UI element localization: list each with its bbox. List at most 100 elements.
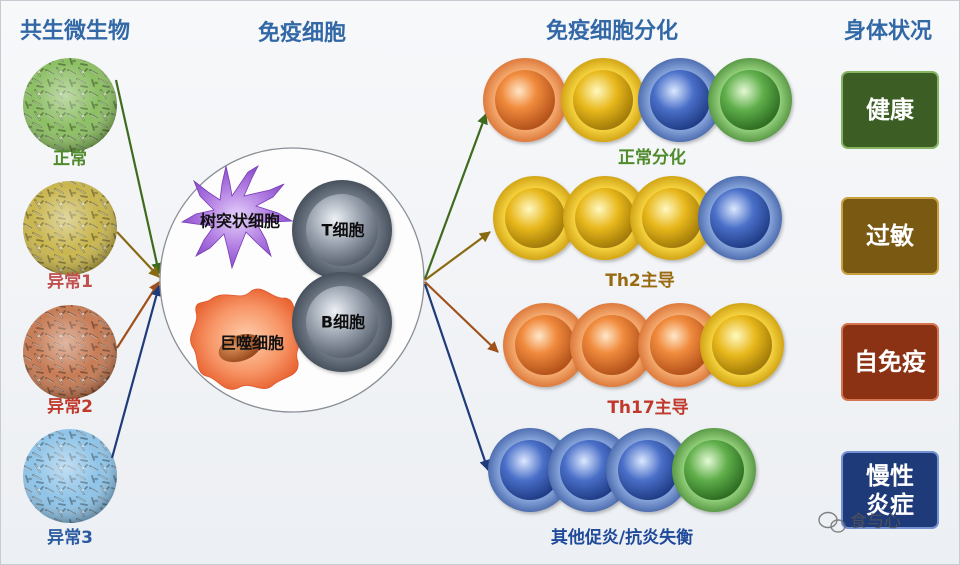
status-label: 健康 [866,96,915,124]
output-arrows [423,112,499,472]
cell-blue [488,428,572,512]
arrow-normal [114,79,163,275]
status-box-allergy: 过敏 [841,197,939,275]
cell-yellow [630,176,714,260]
differentiation-column: 正常分化 Th2主导 Th17主导 其他促炎/抗炎失衡 [483,58,792,548]
differentiation-row-normal: 正常分化 [483,58,792,168]
header-differentiation: 免疫细胞分化 [546,18,678,44]
watermark-text: 食与心 [850,512,901,532]
cell-yellow [561,58,645,142]
cell-nucleus [720,70,780,130]
cell-orange [638,303,722,387]
cell-nucleus [650,315,710,375]
b-cell-label: B细胞 [321,313,365,332]
cell-blue [548,428,632,512]
body-status-column: 健康 过敏 自免疫 慢性 炎症 [841,71,939,529]
status-box [841,71,939,149]
status-label-line-2: 炎症 [866,491,914,519]
row-label: Th17主导 [607,397,688,418]
row-label: 其他促炎/抗炎失衡 [551,527,693,548]
cell-yellow [700,303,784,387]
cell-nucleus [573,70,633,130]
t-cell: T细胞 [292,180,392,280]
differentiation-row-th17: Th17主导 [503,303,784,418]
status-box [841,323,939,401]
arrow-to-normal-differentiation [423,112,488,280]
cell-orange [503,303,587,387]
microbe-normal: 正常 [23,58,117,169]
cell-nucleus [712,315,772,375]
microbe-label: 异常2 [47,396,93,417]
status-box-healthy: 健康 [841,71,939,149]
macrophage-label: 巨噬细胞 [220,334,284,353]
dendritic-cell: 树突状细胞 [180,164,294,270]
status-box [841,197,939,275]
arrow-abnormal-1 [116,231,160,278]
cell-yellow [563,176,647,260]
macrophage-nucleus [218,333,262,363]
status-box-chronic-inflammation: 慢性 炎症 [841,451,939,529]
arrow-to-imbalance [423,283,491,472]
cell-yellow [493,176,577,260]
arrow-to-th2 [424,231,491,281]
status-box [841,451,939,529]
cell-nucleus [582,315,642,375]
header-body-status: 身体状况 [844,18,932,44]
cell-nucleus [495,70,555,130]
microbe-abnormal-1: 异常1 [23,181,117,292]
row-cells [503,303,784,387]
cell-blue [638,58,722,142]
wechat-icon [818,511,846,533]
input-arrows [110,79,163,459]
differentiation-row-th2: Th2主导 [493,176,782,291]
cell-blue [698,176,782,260]
dendritic-cell-shape [180,164,294,270]
watermark: 食与心 [818,511,901,533]
status-label-line-1: 慢性 [866,462,914,490]
b-cell-nucleus [306,286,378,358]
cell-nucleus [710,188,770,248]
macrophage: 巨噬细胞 [190,288,303,390]
microbe-shade [23,58,117,152]
microbe-abnormal-2: 异常2 [23,305,117,417]
microbe-shade [23,181,117,275]
header-immune-cells: 免疫细胞 [258,20,346,46]
row-cells [483,58,792,142]
column-headers: 共生微生物 免疫细胞 免疫细胞分化 身体状况 [20,18,932,46]
arrow-abnormal-3 [110,284,162,459]
cell-green [672,428,756,512]
microbe-label: 异常3 [47,527,93,548]
cell-blue [606,428,690,512]
microbe-shade [23,429,117,523]
b-cell: B细胞 [292,272,392,372]
immune-cells-cluster: 树突状细胞 巨噬细胞 T细胞 B细胞 [159,147,425,413]
cell-nucleus [618,440,678,500]
t-cell-nucleus [306,194,378,266]
cell-nucleus [575,188,635,248]
microbe-label: 异常1 [47,271,93,292]
cell-nucleus [505,188,565,248]
status-box-autoimmune: 自免疫 [841,323,939,401]
cell-nucleus [560,440,620,500]
t-cell-label: T细胞 [322,221,365,240]
cell-nucleus [684,440,744,500]
cell-nucleus [515,315,575,375]
microbiota-column: 正常 异常1 异常2 异常3 [23,58,117,548]
differentiation-row-imbalance: 其他促炎/抗炎失衡 [488,428,756,548]
cell-nucleus [642,188,702,248]
dendritic-cell-label: 树突状细胞 [200,212,280,231]
status-label: 自免疫 [854,348,926,376]
row-label: Th2主导 [605,270,675,291]
microbe-label: 正常 [53,148,87,169]
cell-nucleus [650,70,710,130]
row-cells [488,428,756,512]
row-label: 正常分化 [618,147,686,168]
row-cells [493,176,782,260]
arrow-to-th17 [424,281,499,353]
status-label: 过敏 [866,222,914,250]
cell-orange [570,303,654,387]
microbe-abnormal-3: 异常3 [23,429,117,548]
